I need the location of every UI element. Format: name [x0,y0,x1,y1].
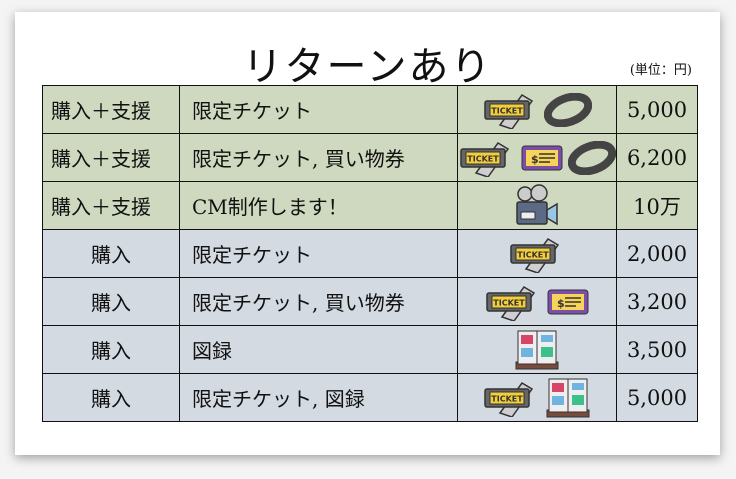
purchase-type-cell: 購入＋支援 [42,133,180,182]
page-title: リターンあり [242,44,493,90]
icon-cell: TICKET $ [457,133,617,182]
ticket-icon: TICKET [482,379,540,417]
table-row: 購入＋支援 CM制作します！ 10万 [42,181,698,230]
price-cell: 10万 [616,181,698,230]
icon-cell: TICKET [457,373,617,422]
catalog-book-icon [544,376,592,420]
return-item-cell: 限定チケット, 図録 [179,373,458,422]
table-row: 購入＋支援 限定チケット TICKET 5,000 [42,85,698,134]
svg-text:$: $ [531,153,539,166]
price-cell: 3,500 [616,325,698,374]
voucher-icon: $ [546,287,590,317]
icon-cell [457,181,617,230]
icon-cell: TICKET [457,85,617,134]
purchase-type-cell: 購入 [42,325,180,374]
ticket-icon: TICKET [458,139,516,177]
table-row: 購入 限定チケット, 買い物券 TICKET $ 3,200 [42,277,698,326]
price-cell: 3,200 [616,277,698,326]
purchase-type-cell: 購入 [42,229,180,278]
ticket-icon: TICKET [484,283,542,321]
voucher-icon: $ [520,143,564,173]
catalog-book-icon [513,328,561,372]
price-cell: 2,000 [616,229,698,278]
return-item-cell: 限定チケット, 買い物券 [179,277,458,326]
svg-text:$: $ [557,297,565,310]
table-row: 購入＋支援 限定チケット, 買い物券 TICKET $ 6,200 [42,133,698,182]
return-item-cell: 限定チケット, 買い物券 [179,133,458,182]
return-item-cell: 図録 [179,325,458,374]
tire-ring-icon [568,140,616,175]
ticket-icon: TICKET [508,235,566,273]
unit-label: (単位：円) [629,63,692,78]
svg-text:TICKET: TICKET [491,394,523,403]
price-cell: 5,000 [616,85,698,134]
svg-text:TICKET: TICKET [491,106,523,115]
purchase-type-cell: 購入 [42,373,180,422]
table-row: 購入 図録 3,500 [42,325,698,374]
table-row: 購入 限定チケット, 図録 TICKET 5,000 [42,373,698,422]
purchase-type-cell: 購入 [42,277,180,326]
tire-ring-icon [544,92,592,127]
return-item-cell: 限定チケット [179,229,458,278]
icon-cell [457,325,617,374]
icon-cell: TICKET [457,229,617,278]
svg-text:TICKET: TICKET [467,154,499,163]
svg-text:TICKET: TICKET [493,298,525,307]
ticket-icon: TICKET [482,91,540,129]
svg-text:TICKET: TICKET [517,250,549,259]
icon-cell: TICKET $ [457,277,617,326]
price-cell: 6,200 [616,133,698,182]
purchase-type-cell: 購入＋支援 [42,85,180,134]
return-item-cell: CM制作します！ [179,181,458,230]
table-row: 購入 限定チケット TICKET 2,000 [42,229,698,278]
price-cell: 5,000 [616,373,698,422]
purchase-type-cell: 購入＋支援 [42,181,180,230]
return-item-cell: 限定チケット [179,85,458,134]
video-camera-icon [513,183,561,228]
